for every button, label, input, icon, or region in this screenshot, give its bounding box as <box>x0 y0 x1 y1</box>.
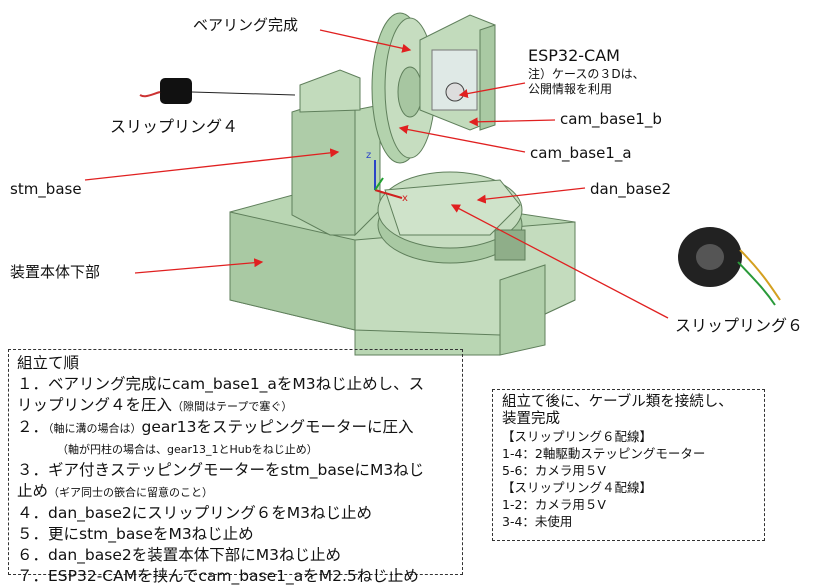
step-2-note: （軸に溝の場合は） <box>48 422 142 435</box>
label-stm-base: stm_base <box>10 180 82 198</box>
label-body-lower: 装置本体下部 <box>10 263 101 281</box>
sr4-line-1: 1-2：カメラ用５V <box>502 497 606 512</box>
label-esp32-note1: 注）ケースの３Dは、 <box>528 67 645 81</box>
label-esp32-note2: 公開情報を利用 <box>528 82 613 96</box>
step-1-cont: リップリング４を圧入 <box>17 396 173 414</box>
step-2-alt: （軸が円柱の場合は、gear13_1とHubをねじ止め） <box>57 443 318 456</box>
step-1-note: （隙間はテープで塞ぐ） <box>172 400 293 413</box>
step-3-cont: 止め <box>17 482 49 500</box>
sr6-line-1: 1-4：2軸駆動ステッピングモーター <box>502 446 706 461</box>
step-5: ５．更にstm_baseをM3ねじ止め <box>17 525 254 543</box>
label-cam-base1-a: cam_base1_a <box>530 144 632 162</box>
axis-x-label: x <box>402 193 408 204</box>
assembly-title: 組立て順 <box>17 354 80 372</box>
label-slipring6: スリップリング６ <box>675 316 804 335</box>
label-bearing: ベアリング完成 <box>193 16 299 34</box>
label-dan-base2: dan_base2 <box>590 180 672 198</box>
axis-z-label: z <box>366 150 372 161</box>
sr4-line-2: 3-4：未使用 <box>502 514 573 529</box>
step-2-num: ２． <box>17 418 49 436</box>
sr6-header: 【スリップリング６配線】 <box>502 429 653 444</box>
slipring4-photo <box>139 78 296 104</box>
cam-base1-b-part <box>479 24 496 131</box>
slipring6-photo <box>678 227 781 306</box>
step-3: ３．ギア付きステッピングモーターをstm_baseにM3ねじ <box>17 461 425 479</box>
wiring-title-1: 組立て後に、ケーブル類を接続し、 <box>502 394 733 410</box>
assembly-steps-box: 組立て順 １．ベアリング完成にcam_base1_aをM3ねじ止めし、ス リップ… <box>8 349 463 585</box>
step-6: ６．dan_base2を装置本体下部にM3ねじ止め <box>17 546 341 564</box>
label-slipring4: スリップリング４ <box>110 117 239 136</box>
step-1: １．ベアリング完成にcam_base1_aをM3ねじ止めし、ス <box>17 375 425 393</box>
wiring-title-2: 装置完成 <box>502 411 560 427</box>
sr6-line-2: 5-6：カメラ用５V <box>502 463 606 478</box>
leader-arrows <box>84 29 669 319</box>
wiring-box: 組立て後に、ケーブル類を接続し、 装置完成 【スリップリング６配線】 1-4：2… <box>492 389 765 541</box>
sr4-header: 【スリップリング４配線】 <box>502 480 653 495</box>
label-cam-base1-b: cam_base1_b <box>560 110 662 128</box>
step-4: ４．dan_base2にスリップリング６をM3ねじ止め <box>17 504 372 522</box>
stm-base-part <box>291 99 356 236</box>
step-3-note: （ギア同士の篏合に留意のこと） <box>48 486 214 499</box>
step-2: gear13をステッピングモーターに圧入 <box>141 418 414 436</box>
label-esp32-cam: ESP32-CAM <box>528 46 620 65</box>
axis-x-line <box>374 189 403 199</box>
